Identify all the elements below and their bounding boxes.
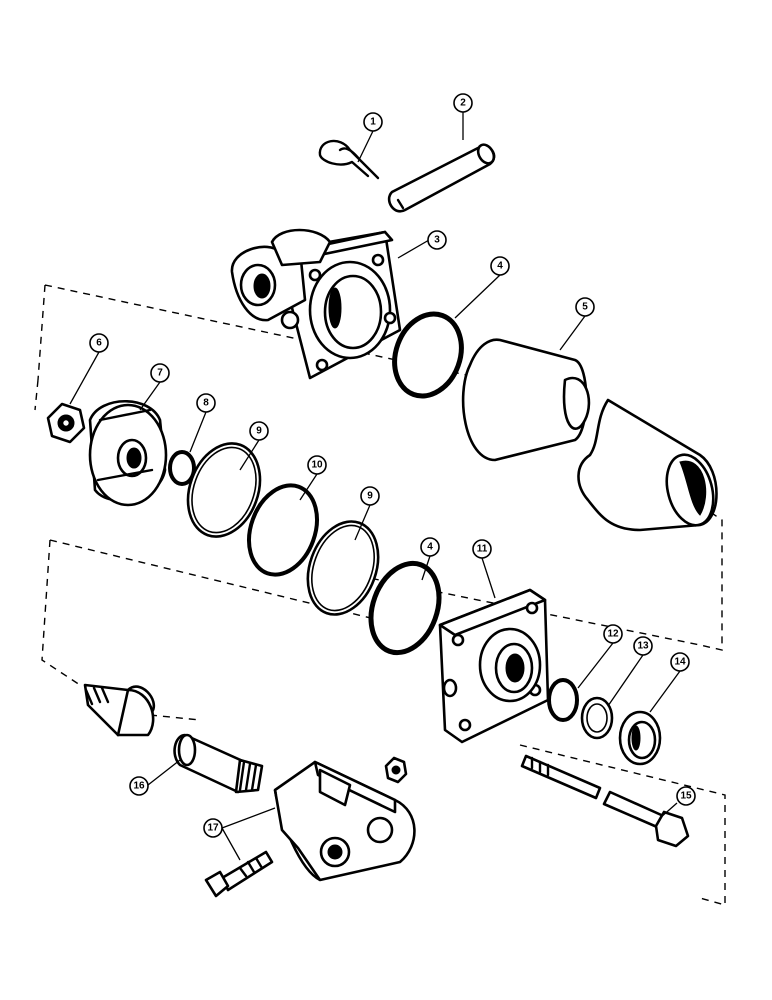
part-gland (438, 588, 550, 744)
part-clevis-bolt (204, 850, 274, 898)
part-wiper-seal (618, 710, 662, 766)
svg-text:10: 10 (311, 460, 323, 471)
svg-text:9: 9 (256, 426, 262, 437)
lower-group-boundary (41, 539, 726, 906)
part-small-seal (168, 450, 196, 486)
callout-7: 7 (150, 363, 170, 383)
svg-text:2: 2 (460, 98, 466, 109)
callout-9-second: 9 (360, 486, 380, 506)
part-rod-seal (547, 678, 579, 722)
svg-text:14: 14 (674, 657, 686, 668)
callout-5: 5 (575, 297, 595, 317)
leader-lines (69, 112, 681, 861)
callout-10: 10 (307, 455, 327, 475)
svg-text:11: 11 (477, 544, 488, 555)
svg-text:9: 9 (367, 491, 373, 502)
part-o-ring-upper (392, 311, 464, 399)
svg-text:7: 7 (157, 368, 163, 379)
part-barrel-tube (461, 338, 718, 532)
svg-text:15: 15 (680, 791, 692, 802)
svg-text:4: 4 (497, 261, 503, 272)
part-tie-bolt (520, 754, 690, 848)
callout-8: 8 (196, 393, 216, 413)
part-clevis (273, 760, 416, 882)
callout-16: 16 (129, 776, 149, 796)
svg-text:3: 3 (434, 235, 440, 246)
callout-15: 15 (676, 786, 696, 806)
callout-6: 6 (89, 333, 109, 353)
callout-11: 11 (472, 539, 492, 559)
part-piston-rod (83, 683, 156, 737)
part-rod-end (173, 733, 264, 794)
svg-text:1: 1 (370, 117, 376, 128)
callout-9-first: 9 (249, 421, 269, 441)
svg-text:13: 13 (637, 641, 649, 652)
callout-14: 14 (670, 652, 690, 672)
callout-2: 2 (453, 93, 473, 113)
part-small-nut (384, 756, 408, 784)
svg-text:17: 17 (207, 823, 219, 834)
svg-text:6: 6 (96, 338, 102, 349)
callout-4-lower: 4 (420, 537, 440, 557)
svg-text:5: 5 (582, 302, 588, 313)
callout-12: 12 (603, 624, 623, 644)
callout-13: 13 (633, 636, 653, 656)
callout-4-upper: 4 (490, 256, 510, 276)
svg-text:4: 4 (427, 542, 433, 553)
part-hair-pin-clip (318, 139, 380, 180)
part-pin (387, 143, 496, 213)
svg-text:16: 16 (133, 781, 145, 792)
part-piston-seal (247, 483, 319, 577)
svg-text:12: 12 (607, 629, 619, 640)
part-head-housing (230, 228, 402, 380)
callout-1: 1 (363, 112, 383, 132)
part-wear-ring-2 (306, 520, 380, 616)
svg-text:8: 8 (203, 398, 209, 409)
part-lock-nut (46, 402, 86, 444)
callout-3: 3 (427, 230, 447, 250)
part-o-ring-lower (368, 560, 442, 656)
part-rod-ring (580, 696, 614, 740)
part-piston (88, 400, 168, 507)
callout-17: 17 (203, 818, 223, 838)
